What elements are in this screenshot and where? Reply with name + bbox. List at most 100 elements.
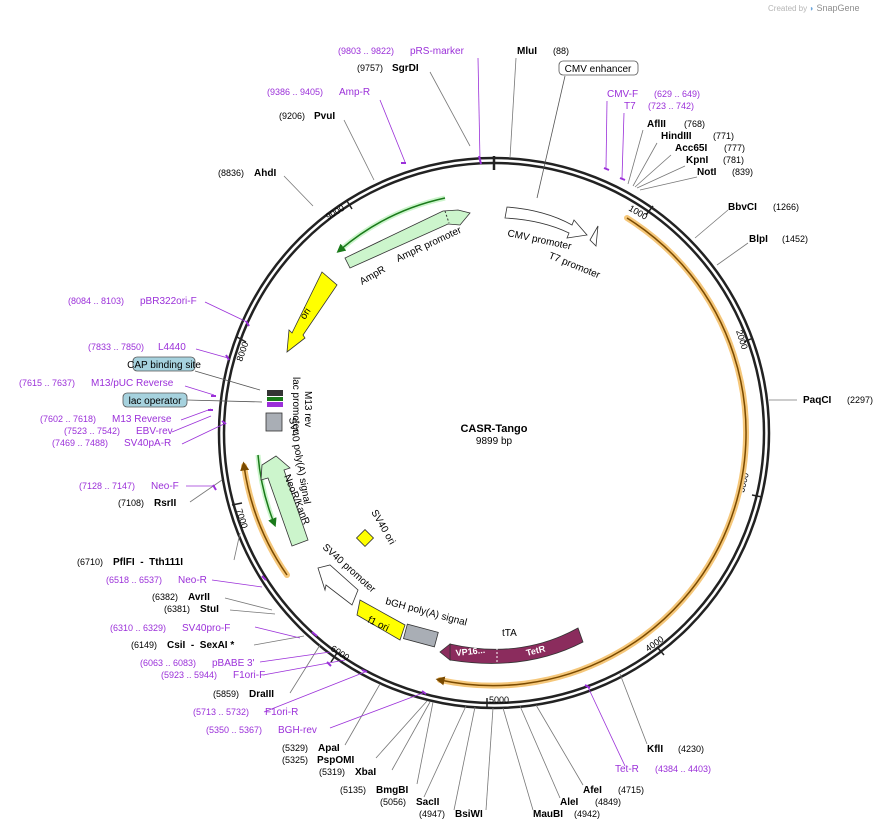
primer-tet-r[interactable]: Tet-R(4384 .. 4403): [615, 764, 711, 775]
cmv-enhancer-label: CMV enhancer: [565, 64, 632, 75]
enzyme-kfli[interactable]: KflI(4230): [647, 744, 704, 755]
primer-position: (723 .. 742): [648, 101, 694, 111]
enzyme-name: CsiI - SexAI *: [167, 640, 234, 651]
primer-position: (6063 .. 6083): [140, 658, 196, 668]
enzyme-blpi[interactable]: BlpI(1452): [749, 234, 808, 245]
tick-label: 5000: [489, 695, 509, 705]
enzyme-position: (781): [723, 155, 744, 165]
enzyme-pflfi-tth111i[interactable]: (6710)PflFI - Tth111I: [77, 557, 183, 568]
primer-position: (7602 .. 7618): [40, 414, 96, 424]
enzyme-xbai[interactable]: (5319)XbaI: [319, 767, 376, 778]
enzyme-position: (4230): [678, 744, 704, 754]
enzyme-rsrii[interactable]: (7108)RsrII: [118, 498, 176, 509]
primer-name: Neo-R: [178, 575, 207, 586]
enzyme-name: ApaI: [318, 743, 340, 754]
snapgene-logo-icon: ◗: [809, 4, 815, 13]
enzyme-position: (88): [553, 46, 569, 56]
primer-pbabe3[interactable]: (6063 .. 6083)pBABE 3': [140, 658, 255, 669]
primer-ebv-rev[interactable]: (7523 .. 7542)EBV-rev: [64, 426, 173, 437]
primer-m13-puc-reverse[interactable]: (7615 .. 7637)M13/pUC Reverse: [19, 378, 174, 389]
enzyme-acc65i[interactable]: Acc65I(777): [675, 143, 745, 154]
enzyme-name: BlpI: [749, 234, 768, 245]
primer-leader-lines: [171, 57, 626, 767]
primer-name: BGH-rev: [278, 725, 317, 736]
primer-name: M13/pUC Reverse: [91, 378, 174, 389]
enzyme-position: (7108): [118, 498, 144, 508]
enzyme-sacii[interactable]: (5056)SacII: [380, 797, 440, 808]
cap-binding-site-box[interactable]: CAP binding site: [127, 356, 261, 391]
primer-name: L4440: [158, 342, 186, 353]
enzyme-paqci[interactable]: PaqCI(2297): [803, 395, 873, 406]
feature-cmv-promoter[interactable]: CMV promoter T7 promoter: [504, 206, 602, 281]
enzyme-position: (8836): [218, 168, 244, 178]
enzyme-position: (4715): [618, 785, 644, 795]
primer-f1ori-f[interactable]: (5923 .. 5944) F1ori-F: [161, 670, 265, 681]
primer-position: (6518 .. 6537): [106, 575, 162, 585]
enzyme-sgrdi[interactable]: (9757)SgrDI: [357, 63, 419, 74]
enzyme-csii-sexai[interactable]: (6149) CsiI - SexAI *: [131, 640, 234, 651]
primer-sv40pro-f[interactable]: (6310 .. 6329)SV40pro-F: [110, 623, 230, 634]
enzyme-draiii[interactable]: (5859)DraIII: [213, 689, 274, 700]
primer-t7[interactable]: T7(723 .. 742): [624, 101, 694, 112]
enzyme-name: PspOMI: [317, 755, 354, 766]
enzyme-position: (6149): [131, 640, 157, 650]
primer-name: CMV-F: [607, 89, 638, 100]
enzyme-position: (6382): [152, 592, 178, 602]
enzyme-pvui[interactable]: (9206)PvuI: [279, 111, 335, 122]
primer-name: pBR322ori-F: [140, 296, 197, 307]
enzyme-bsiwi[interactable]: (4947) BsiWI: [419, 809, 483, 820]
primer-position: (7523 .. 7542): [64, 426, 120, 436]
enzyme-kpni[interactable]: KpnI(781): [686, 155, 744, 166]
feature-sv40-ori[interactable]: SV40 ori: [355, 508, 398, 548]
enzyme-afei[interactable]: AfeI(4715): [583, 785, 644, 796]
primer-name: F1ori-F: [233, 670, 265, 681]
enzyme-position: (4947): [419, 809, 445, 819]
primer-pbr322ori-f[interactable]: (8084 .. 8103) pBR322ori-F: [68, 296, 197, 307]
primer-neo-f[interactable]: (7128 .. 7147)Neo-F: [79, 481, 179, 492]
enzyme-maubi[interactable]: MauBI(4942): [533, 809, 600, 820]
enzyme-ahdi[interactable]: (8836)AhdI: [218, 168, 276, 179]
neo-green-orf-arc: [255, 454, 277, 528]
primer-amp-r[interactable]: (9386 .. 9405)Amp-R: [267, 87, 370, 98]
primer-name: Amp-R: [339, 87, 370, 98]
enzyme-position: (9757): [357, 63, 383, 73]
enzyme-position: (5859): [213, 689, 239, 699]
primer-name: SV40pro-F: [182, 623, 230, 634]
enzyme-alei[interactable]: AleI(4849): [560, 797, 621, 808]
primer-m13-reverse[interactable]: (7602 .. 7618)M13 Reverse: [40, 414, 172, 425]
primer-position: (5923 .. 5944): [161, 670, 217, 680]
enzyme-position: (5319): [319, 767, 345, 777]
lac-operator-box[interactable]: lac operator: [122, 392, 263, 408]
primer-bgh-rev[interactable]: (5350 .. 5367)BGH-rev: [206, 725, 317, 736]
primer-l4440[interactable]: (7833 .. 7850)L4440: [88, 342, 186, 353]
enzyme-position: (768): [684, 119, 705, 129]
enzyme-avrii[interactable]: (6382)AvrII: [152, 592, 210, 603]
enzyme-stui[interactable]: (6381)StuI: [164, 604, 219, 615]
feature-sv40-promoter[interactable]: SV40 promoter: [317, 542, 378, 606]
enzyme-name: BbvCI: [728, 202, 757, 213]
primer-prs-marker[interactable]: (9803 .. 9822)pRS-marker: [338, 46, 465, 57]
enzyme-name: AflII: [647, 119, 666, 130]
enzyme-bbvci[interactable]: BbvCI(1266): [728, 202, 799, 213]
primer-cmv-f[interactable]: CMV-F(629 .. 649): [607, 89, 700, 100]
enzyme-apai[interactable]: (5329)ApaI: [282, 743, 340, 754]
enzyme-bmgbi[interactable]: (5135)BmgBI: [340, 785, 408, 796]
enzyme-name: BsiWI: [455, 809, 483, 820]
primer-sv40pa-r[interactable]: (7469 .. 7488)SV40pA-R: [52, 438, 171, 449]
primer-f1ori-r[interactable]: (5713 .. 5732)F1ori-R: [193, 707, 298, 718]
feature-ori[interactable]: ori: [286, 271, 338, 353]
enzyme-leader-lines: [189, 57, 797, 811]
primer-position: (8084 .. 8103): [68, 296, 124, 306]
cmv-enhancer-box[interactable]: CMV enhancer: [536, 60, 639, 199]
enzyme-mlui[interactable]: MluI(88): [517, 46, 569, 57]
enzyme-position: (839): [732, 167, 753, 177]
enzyme-hindiii[interactable]: HindIII(771): [661, 131, 734, 142]
enzyme-pspomi[interactable]: (5325)PspOMI: [282, 755, 354, 766]
enzyme-aflii[interactable]: AflII (768): [647, 119, 705, 130]
tta-label: tTA: [502, 628, 517, 639]
enzyme-noti[interactable]: NotI(839): [697, 167, 753, 178]
primer-neo-r[interactable]: (6518 .. 6537) Neo-R: [106, 575, 207, 586]
feature-tta[interactable]: tTA VP16... TetR: [439, 627, 584, 664]
feature-ampr[interactable]: AmpR AmpR promoter: [344, 209, 471, 288]
